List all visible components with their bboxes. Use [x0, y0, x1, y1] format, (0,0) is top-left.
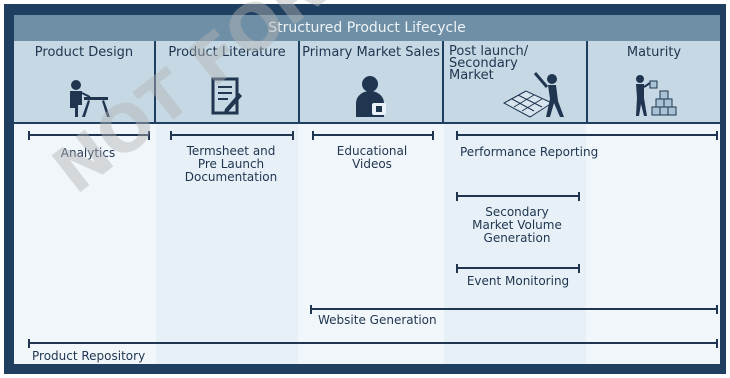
designer-at-desk-icon: [70, 80, 110, 117]
document-pen-icon: [211, 77, 242, 115]
salesperson-icon: [356, 76, 386, 117]
performance-reporting-span: [456, 131, 718, 140]
activities-panel: [14, 124, 720, 364]
product-repository-span: [28, 339, 718, 348]
stage-maturity: Maturity: [588, 41, 720, 122]
stage-label: Post launch/ Secondary Market: [449, 44, 529, 83]
column-band: [156, 124, 298, 364]
educational-videos-label: Educational Videos: [336, 144, 408, 171]
analytics-label: Analytics: [60, 146, 116, 160]
website-generation-label: Website Generation: [318, 313, 437, 327]
diagram-title: Structured Product Lifecycle: [14, 15, 720, 41]
person-building-puzzle-icon: [502, 72, 564, 118]
event-monitoring-span: [456, 264, 580, 273]
person-stacking-boxes-icon: [636, 75, 677, 116]
stage-label: Product Literature: [168, 45, 286, 60]
stage-product-design: Product Design: [14, 41, 154, 122]
stage-product-literature: Product Literature: [156, 41, 298, 122]
stage-label: Primary Market Sales: [302, 45, 440, 60]
stage-primary-market-sales: Primary Market Sales: [300, 41, 442, 122]
performance-reporting-label: Performance Reporting: [460, 145, 599, 159]
website-generation-span: [310, 305, 718, 314]
termsheet-label: Termsheet and Pre Launch Documentation: [184, 144, 278, 184]
secondary-volume-span: [456, 192, 580, 201]
analytics-span: [28, 131, 150, 140]
stage-label: Product Design: [34, 45, 134, 60]
stage-post-launch-secondary-market: Post launch/ Secondary Market: [444, 41, 586, 122]
secondary-volume-label: Secondary Market Volume Generation: [472, 205, 562, 245]
column-band: [444, 124, 586, 364]
educational-videos-span: [312, 131, 434, 140]
product-repository-label: Product Repository: [32, 349, 146, 363]
event-monitoring-label: Event Monitoring: [466, 274, 570, 288]
termsheet-span: [170, 131, 294, 140]
stage-label: Maturity: [626, 45, 682, 60]
